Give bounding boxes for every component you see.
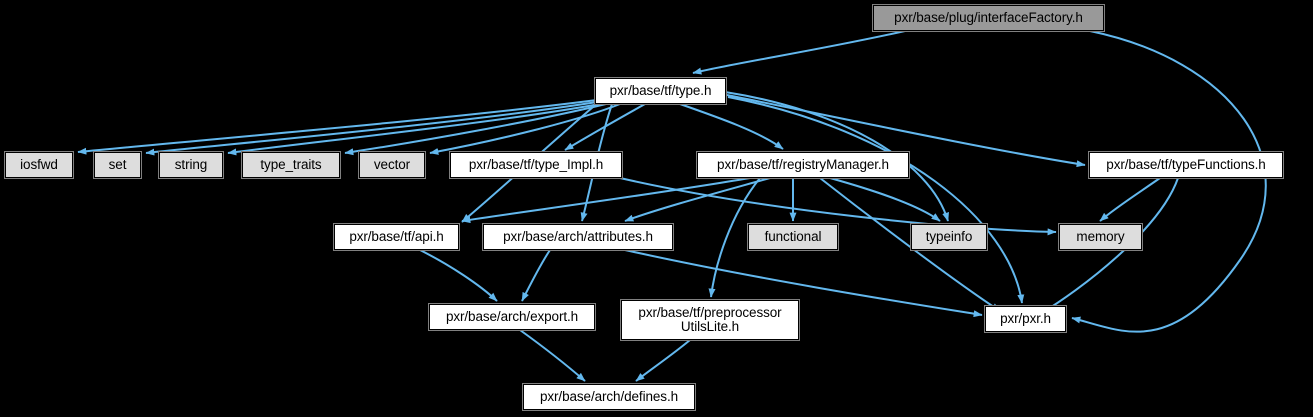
graph-node-type_Impl[interactable]: pxr/base/tf/type_Impl.h [449,151,623,179]
graph-node-export[interactable]: pxr/base/arch/export.h [428,303,596,331]
edge-registryManager-to-api [461,177,751,224]
graph-node-type_traits[interactable]: type_traits [241,151,341,179]
graph-node-vector[interactable]: vector [358,151,426,179]
graph-node-defines[interactable]: pxr/base/arch/defines.h [522,383,696,411]
graph-node-iosfwd[interactable]: iosfwd [4,151,74,179]
edge-interfaceFactory-to-type [692,30,906,75]
graph-node-attributes[interactable]: pxr/base/arch/attributes.h [482,223,674,251]
edge-type-to-type_traits [344,103,607,156]
edge-export-to-defines [519,329,586,382]
graph-node-api[interactable]: pxr/base/tf/api.h [333,223,460,251]
edge-preprocessor-to-defines [635,339,691,382]
edge-registryManager-to-preprocessor [708,177,761,298]
edge-typeFunctions-to-pxr [1039,177,1179,315]
graph-node-interfaceFactory[interactable]: pxr/base/plug/interfaceFactory.h [872,4,1105,32]
edge-type-to-typeinfo [724,91,949,222]
edge-registryManager-to-attributes [624,177,771,222]
graph-node-memory[interactable]: memory [1058,223,1143,251]
edge-api-to-export [419,249,498,302]
graph-node-typeinfo[interactable]: typeinfo [910,223,988,251]
edge-type-to-registryManager [679,103,784,150]
edge-attributes-to-export [521,249,551,302]
edge-type-to-typeFunctions [726,94,1086,168]
edge-registryManager-to-typeinfo [829,177,941,222]
graph-node-registryManager[interactable]: pxr/base/tf/registryManager.h [696,151,910,179]
graph-node-string[interactable]: string [158,151,224,179]
graph-node-functional[interactable]: functional [747,223,839,251]
edge-type-to-string [227,103,601,156]
edge-type_Impl-to-memory [619,177,1057,236]
graph-node-type[interactable]: pxr/base/tf/type.h [594,77,727,105]
edge-type-to-pxr [727,96,1025,304]
edge-registryManager-to-pxr [819,177,1001,312]
edge-typeFunctions-to-memory [1099,177,1161,222]
edge-type-to-set [145,101,598,156]
edge-type-to-vector [429,103,621,155]
edge-type-to-iosfwd [77,99,598,155]
graph-node-typeFunctions[interactable]: pxr/base/tf/typeFunctions.h [1088,151,1284,179]
graph-node-pxr[interactable]: pxr/pxr.h [984,305,1067,333]
graph-node-preprocessor[interactable]: pxr/base/tf/preprocessor UtilsLite.h [620,299,800,341]
graph-node-set[interactable]: set [93,151,142,179]
edge-attributes-to-pxr [624,249,983,318]
edge-interfaceFactory-to-pxr [1071,30,1267,333]
